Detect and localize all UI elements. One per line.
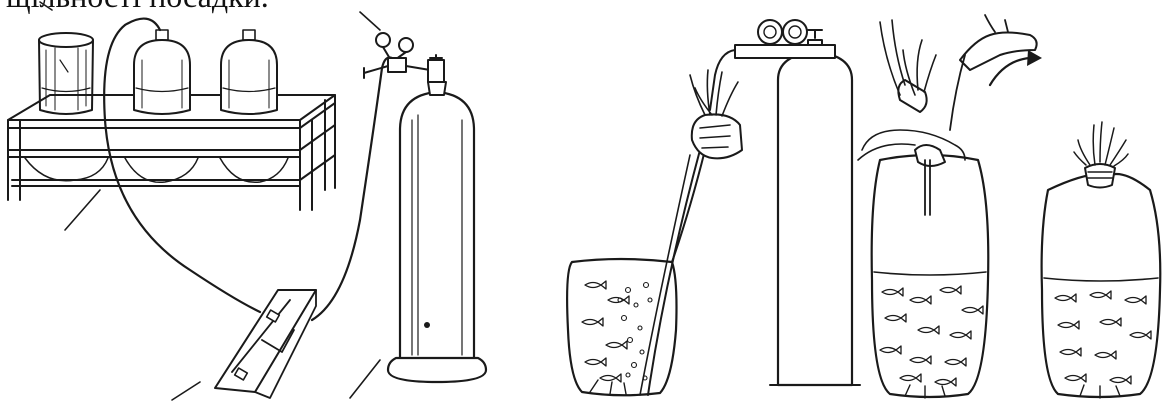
oxygen-cylinder bbox=[388, 82, 486, 382]
pressure-regulator bbox=[364, 33, 444, 82]
right-oxygen-cylinder bbox=[710, 20, 860, 385]
bag-sealed bbox=[1042, 122, 1161, 398]
pointer-lines bbox=[40, 2, 380, 400]
bell-jar-2 bbox=[221, 30, 277, 114]
foot-pump bbox=[215, 290, 316, 398]
bell-jar-1 bbox=[134, 30, 190, 114]
bag-being-tied bbox=[858, 15, 1042, 398]
left-panel-oxygen-setup bbox=[8, 2, 486, 400]
bag-open-with-hose bbox=[567, 70, 742, 395]
right-panel-bag-filling bbox=[567, 15, 1160, 398]
